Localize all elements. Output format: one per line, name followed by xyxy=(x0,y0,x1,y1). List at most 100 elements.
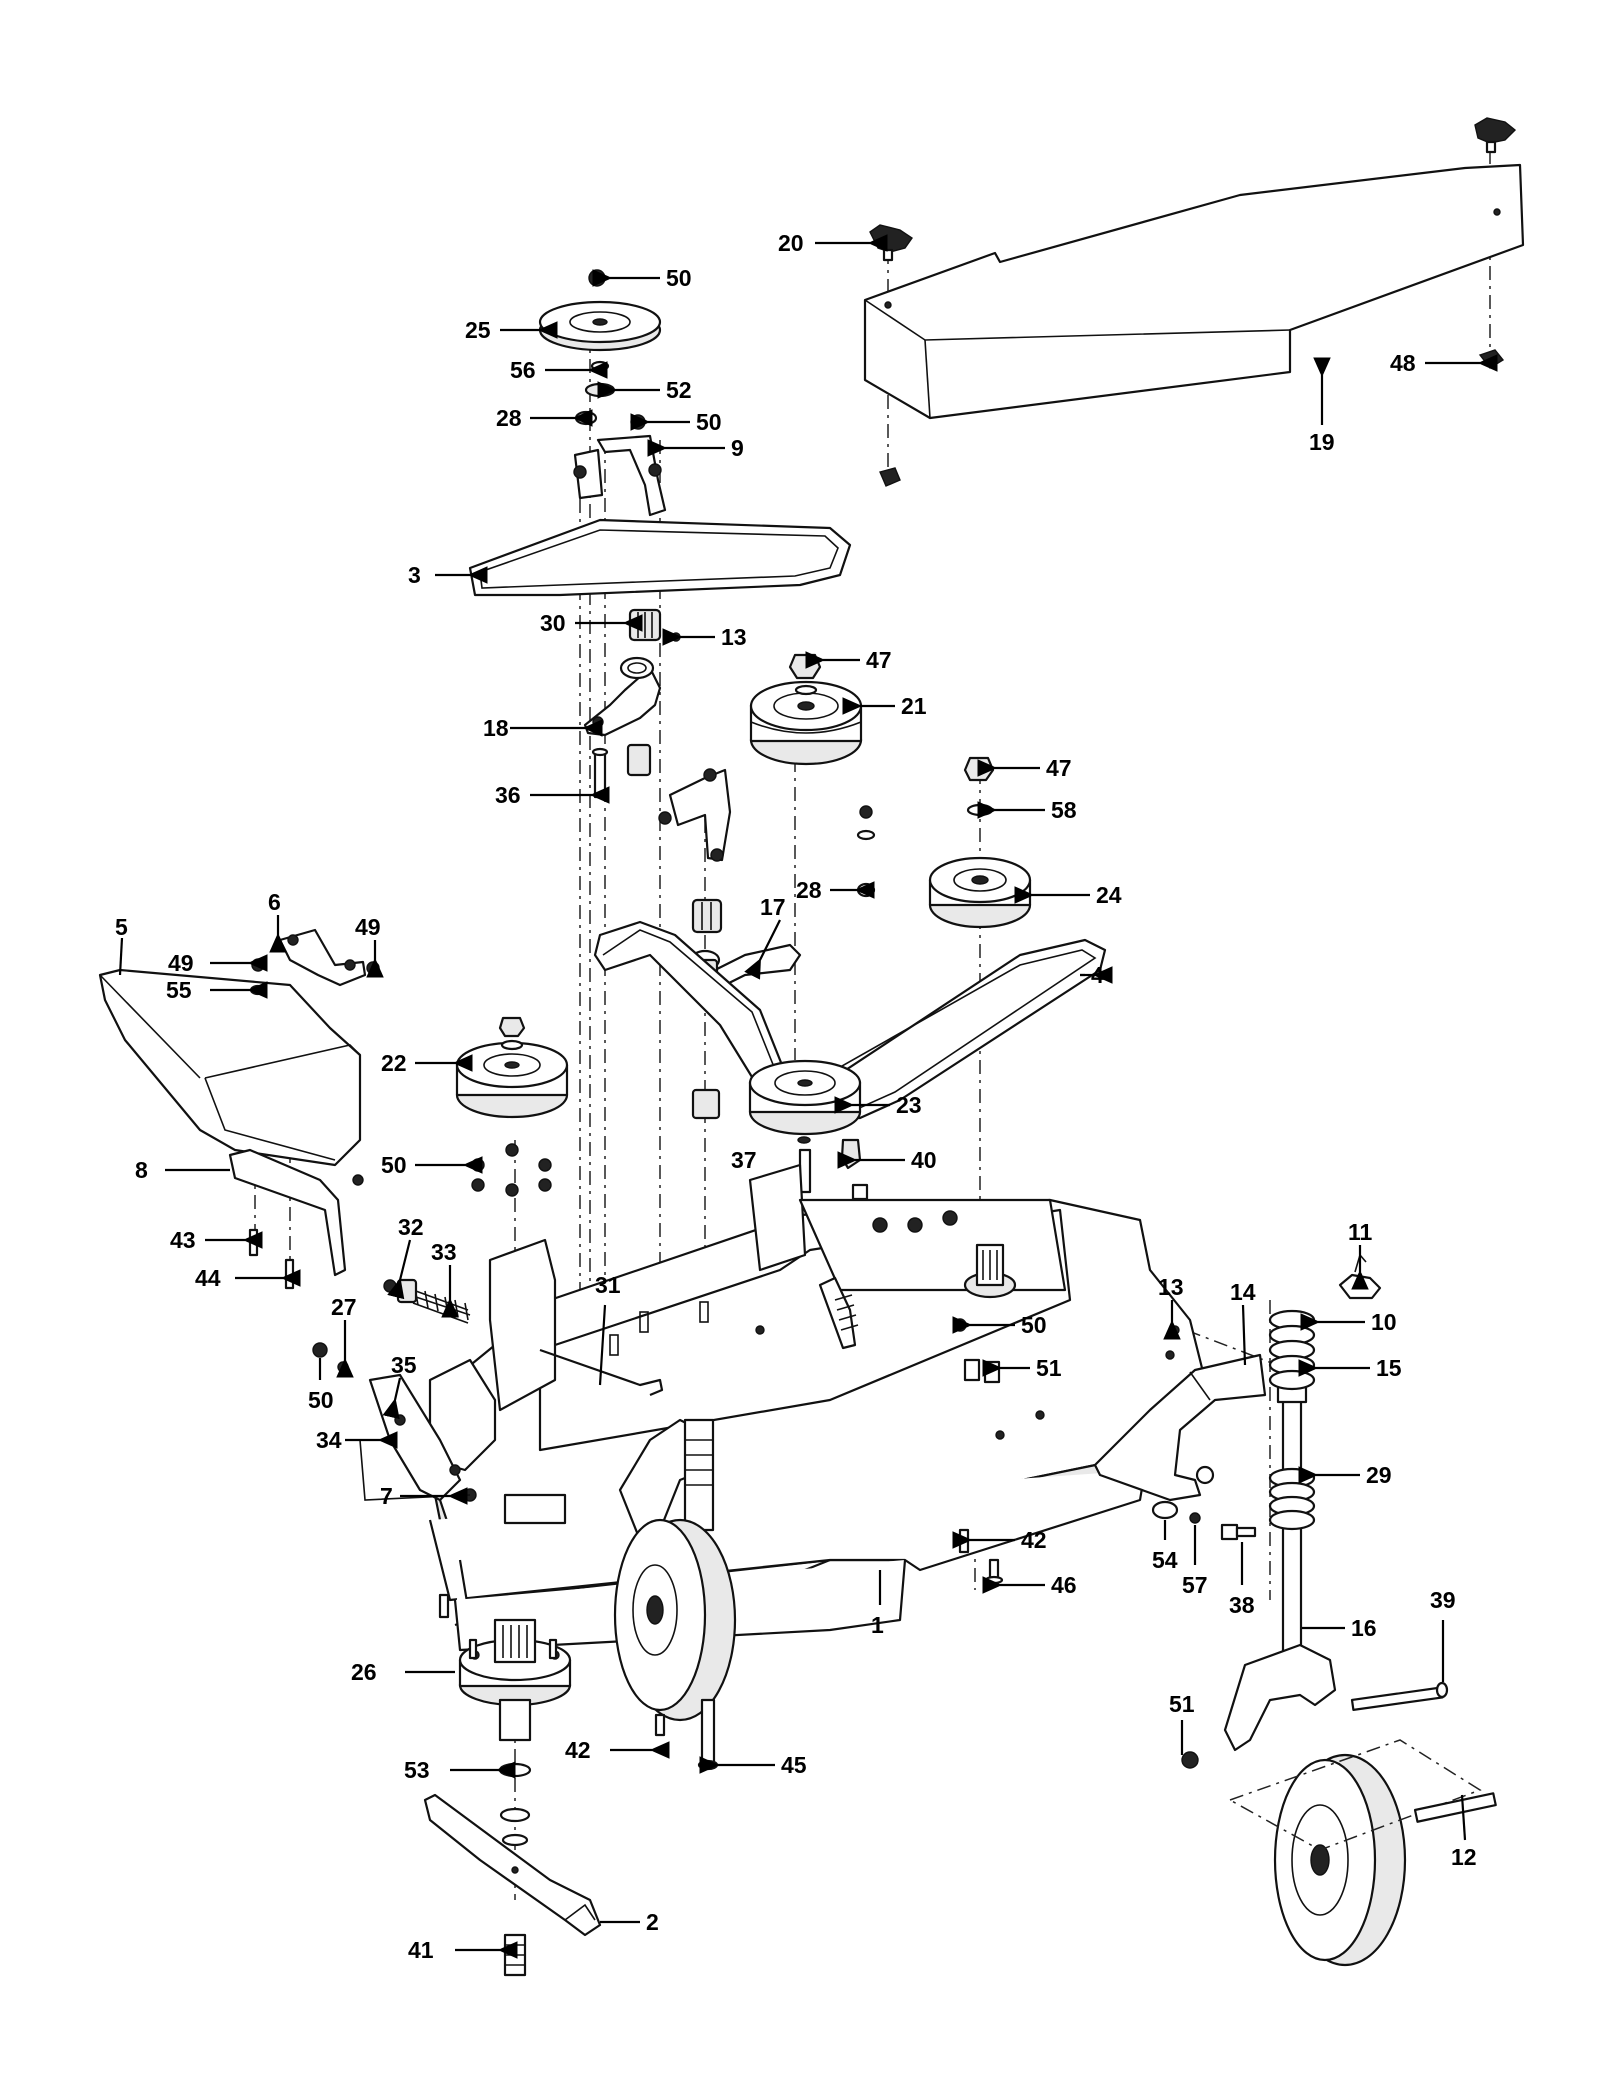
idler-pulley-30 xyxy=(628,608,662,642)
callout-5: 5 xyxy=(115,914,128,940)
callout-30: 30 xyxy=(540,610,566,636)
callout-3: 3 xyxy=(408,562,421,588)
nut-51-icon xyxy=(1181,1751,1199,1769)
belt-shield xyxy=(863,163,1525,420)
callout-48: 48 xyxy=(1390,350,1416,376)
blade-bolt-41 xyxy=(503,1933,527,1977)
callout-13-top: 13 xyxy=(721,624,747,650)
nut-icon xyxy=(630,414,646,430)
washer-58-icon xyxy=(966,803,994,817)
spacer-lower xyxy=(626,743,652,777)
nut-47-upper xyxy=(788,653,822,696)
shield-knob-left xyxy=(869,224,913,262)
callout-47-right: 47 xyxy=(1046,755,1072,781)
bolt-46 xyxy=(984,1558,1004,1585)
nuts-50-cluster xyxy=(471,1143,552,1197)
callout-19: 19 xyxy=(1309,429,1335,455)
callout-36: 36 xyxy=(495,782,521,808)
callout-33: 33 xyxy=(431,1239,457,1265)
callout-24: 24 xyxy=(1096,882,1122,908)
nut-icon xyxy=(588,269,606,287)
caster-fork-left xyxy=(618,1418,715,1542)
callout-49-left: 49 xyxy=(168,950,194,976)
washer-icon xyxy=(584,382,616,398)
callout-39: 39 xyxy=(1430,1587,1456,1613)
callout-53: 53 xyxy=(404,1757,430,1783)
chute-bracket-6 xyxy=(278,928,367,987)
callout-7: 7 xyxy=(380,1483,393,1509)
callout-18: 18 xyxy=(483,715,509,741)
callout-43: 43 xyxy=(170,1227,196,1253)
callout-11: 11 xyxy=(1348,1219,1373,1245)
nut-49-icon xyxy=(251,958,265,972)
callout-22: 22 xyxy=(381,1050,407,1076)
callout-26: 26 xyxy=(351,1659,377,1685)
idler-bracket-mid xyxy=(658,768,732,862)
callout-23: 23 xyxy=(896,1092,922,1118)
callout-13-right: 13 xyxy=(1158,1274,1184,1300)
nut-49-icon xyxy=(366,961,380,975)
callout-14: 14 xyxy=(1230,1279,1256,1305)
discharge-chute-5 xyxy=(98,968,362,1167)
shield-clip-left xyxy=(879,467,901,487)
callout-37: 37 xyxy=(731,1147,757,1173)
callout-31: 31 xyxy=(595,1272,621,1298)
screw-43-icon xyxy=(248,1228,259,1257)
callout-44: 44 xyxy=(195,1265,221,1291)
callout-50-left: 50 xyxy=(308,1387,334,1413)
mower-deck-1 xyxy=(428,1163,1207,1652)
callout-35: 35 xyxy=(391,1352,417,1378)
callout-20: 20 xyxy=(778,230,804,256)
pulley-24 xyxy=(928,856,1032,929)
spacer-28-icon xyxy=(856,882,876,898)
callout-28-mid: 28 xyxy=(796,877,822,903)
callout-49-right: 49 xyxy=(355,914,381,940)
callout-16: 16 xyxy=(1351,1615,1377,1641)
bolt-40 xyxy=(840,1138,862,1170)
callout-34: 34 xyxy=(316,1427,342,1453)
caster-wheel-left xyxy=(613,1518,737,1722)
callout-6: 6 xyxy=(268,889,281,915)
callout-57: 57 xyxy=(1182,1572,1208,1598)
spindle-on-deck xyxy=(963,1243,1017,1299)
callout-42-right: 42 xyxy=(1021,1527,1047,1553)
washer-54-icon xyxy=(1151,1500,1179,1520)
chute-mount-8 xyxy=(228,1148,347,1277)
callout-46: 46 xyxy=(1051,1572,1077,1598)
caster-wheel-right xyxy=(1228,1739,1482,1967)
callout-2: 2 xyxy=(646,1909,659,1935)
spacer-icon xyxy=(501,1833,529,1847)
washer-icon xyxy=(590,360,610,372)
callout-42-bottom: 42 xyxy=(565,1737,591,1763)
washer-icon xyxy=(500,1039,524,1051)
callout-17: 17 xyxy=(760,894,786,920)
caster-fork-16 xyxy=(1223,1643,1337,1752)
bolt-38 xyxy=(1220,1523,1257,1541)
washer-icon xyxy=(797,1136,811,1144)
leaders xyxy=(118,234,1498,1959)
spacer-icon xyxy=(499,1807,531,1823)
wheel-axle-12 xyxy=(1413,1792,1497,1823)
callout-32: 32 xyxy=(398,1214,424,1240)
washer-53-icon xyxy=(498,1762,532,1778)
deck-nuts xyxy=(851,1183,958,1233)
grease-fitting-icon xyxy=(1165,1350,1175,1360)
nut-50-icon xyxy=(953,1318,967,1332)
callout-47-top: 47 xyxy=(866,647,892,673)
screw-44-icon xyxy=(284,1258,295,1290)
callout-54: 54 xyxy=(1152,1547,1178,1573)
spacer-stack-29 xyxy=(1268,1467,1316,1531)
callout-25: 25 xyxy=(465,317,491,343)
washer-27-icon xyxy=(337,1361,349,1373)
callout-1: 1 xyxy=(871,1612,884,1638)
callout-55: 55 xyxy=(166,977,192,1003)
callout-41: 41 xyxy=(408,1937,434,1963)
washer-55-icon xyxy=(249,984,267,996)
callout-50-top: 50 xyxy=(666,265,692,291)
grease-fitting-icon xyxy=(671,632,681,642)
nut-icon xyxy=(859,805,873,819)
callout-27: 27 xyxy=(331,1294,357,1320)
callout-50-bracket: 50 xyxy=(696,409,722,435)
